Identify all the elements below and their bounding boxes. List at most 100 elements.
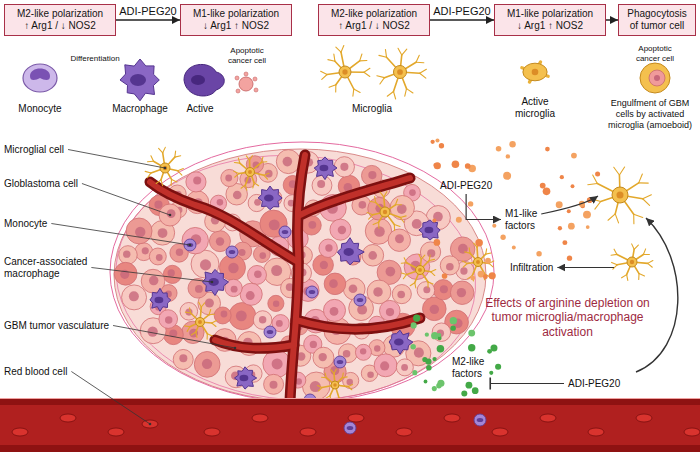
microglial-cell-branch — [209, 310, 211, 315]
microglia-icon — [339, 66, 351, 78]
m2-factor-dot — [495, 364, 501, 370]
m2-factor-dot — [450, 317, 457, 324]
monocyte-cell — [226, 246, 238, 258]
microglial-cell-branch — [348, 384, 352, 386]
microglial-cell-branch — [634, 214, 643, 217]
monocyte-nucleus — [357, 298, 364, 302]
tumor-vessel-lumen — [150, 182, 298, 262]
microglial-cell-branch — [156, 180, 161, 184]
microglial-cell-branch — [178, 171, 182, 175]
note-text: Engulfment of GBM cells by activated mic… — [604, 98, 696, 130]
factor-label: M2-like factors — [452, 356, 498, 380]
cell-nucleus — [147, 326, 157, 336]
tumor-vessel-lumen — [300, 178, 410, 215]
cell-label: Apoptotic cancer cell — [218, 46, 276, 65]
microglia-icon-branch — [393, 92, 395, 100]
apoptotic-cell — [239, 77, 253, 91]
tumor-vessel-lumen — [290, 155, 305, 402]
leader-dot — [234, 347, 237, 350]
active-microglia-icon — [523, 63, 547, 81]
m2-factor-dot — [422, 357, 427, 362]
factor-label: M1-like factors — [505, 208, 551, 232]
cell-nucleus — [270, 381, 278, 389]
m1-factor-dot — [489, 272, 496, 279]
microglia-icon-nucleus — [397, 69, 403, 75]
glioblastoma-cell — [440, 256, 459, 275]
glioblastoma-cell — [313, 255, 334, 276]
glioblastoma-cell — [433, 280, 453, 300]
cell-nucleus — [409, 189, 416, 196]
microglial-cell-branch — [639, 182, 649, 183]
leader-line — [51, 224, 190, 246]
microglial-cell-branch — [246, 156, 249, 160]
microglial-cell-branch — [403, 274, 406, 278]
cell-nucleus — [397, 204, 407, 214]
microglia-icon-branch — [321, 71, 327, 74]
microglial-cell-branch — [401, 262, 406, 264]
inhibition-bar — [489, 378, 491, 390]
cell-nucleus — [343, 350, 351, 358]
apoptotic-body — [254, 88, 258, 92]
m2-factor-dot — [432, 386, 437, 391]
cell-nucleus — [179, 354, 187, 362]
engulfing-microglia-icon — [640, 63, 670, 93]
glioblastoma-cell — [396, 359, 413, 376]
microglial-cell-branch — [639, 274, 644, 276]
m1-factor-dot — [560, 175, 564, 179]
macrophage-cell — [258, 186, 282, 210]
microglial-cell — [474, 258, 483, 267]
glioblastoma-cell — [450, 281, 473, 304]
macrophage-cell-nucleus — [155, 297, 164, 304]
glioblastoma-cell — [323, 299, 345, 321]
macrophage-cell — [419, 220, 440, 240]
microglial-cell-branch — [207, 334, 208, 339]
microglia-icon-branch — [420, 73, 426, 78]
glioblastoma-cell — [390, 195, 414, 219]
m1-factor-dot — [509, 141, 515, 147]
cell-nucleus — [427, 249, 435, 257]
glioblastoma-cell — [194, 352, 220, 378]
red-blood-cell — [588, 428, 604, 436]
microglial-cell-branch — [342, 373, 344, 378]
m2-factor-dot — [489, 371, 493, 375]
cell-label: Active — [178, 103, 222, 115]
glioblastoma-cell — [214, 307, 231, 324]
microglia-icon-nucleus — [342, 69, 347, 74]
microglia-icon-branch — [420, 69, 427, 73]
macrophage-icon — [120, 59, 159, 101]
cell-nucleus — [380, 361, 389, 370]
microglial-cell-branch — [190, 308, 191, 313]
glioblastoma-cell — [163, 265, 181, 283]
cell-nucleus — [414, 348, 424, 358]
microglial-cell-branch — [253, 183, 254, 188]
cell-nucleus — [236, 310, 247, 321]
cell-label: Microglia — [342, 103, 402, 115]
cell-nucleus — [368, 171, 376, 179]
microglia-icon-branch — [380, 78, 385, 84]
monocyte-cell — [474, 414, 486, 426]
microglial-cell-branch — [161, 180, 163, 186]
m2-factor-dot — [436, 383, 441, 388]
m1-factor-dot — [556, 201, 563, 208]
cell-nucleus — [129, 291, 139, 301]
microglial-cell-branch — [212, 320, 217, 323]
box-heading: Phagocytosis of tumor cell — [623, 8, 691, 32]
microglial-cell-branch — [639, 174, 643, 183]
red-blood-cell — [108, 428, 124, 436]
cell-nucleus — [412, 219, 422, 229]
microglial-cell-branch — [431, 270, 436, 272]
macrophage-nucleus — [191, 75, 205, 85]
cell-nucleus — [320, 261, 328, 269]
tumor-mass — [114, 149, 486, 401]
monocyte-cell — [184, 239, 196, 251]
part-label: Globlastoma cell — [4, 178, 104, 190]
glioblastoma-cell — [368, 197, 391, 220]
m1-factor-dot — [475, 239, 483, 247]
cell-nucleus — [216, 237, 224, 245]
microglia-icon-branch — [416, 55, 419, 62]
box-body: ↓ Arg1 ↑ NOS2 — [499, 20, 601, 32]
cell-nucleus — [165, 316, 172, 323]
monocyte-icon — [23, 64, 57, 92]
glioblastoma-cell — [149, 248, 166, 265]
